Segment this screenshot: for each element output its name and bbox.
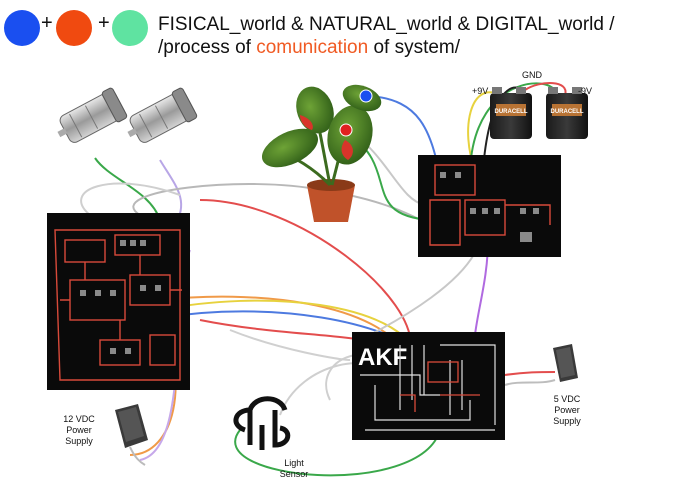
blue-circle-icon xyxy=(4,10,40,46)
light-sensor-line2: Sensor xyxy=(280,469,309,479)
left-circuit-board xyxy=(47,213,190,390)
dc-motor-icon xyxy=(127,87,198,143)
wire-red-top xyxy=(199,199,412,351)
blue-sensor-icon xyxy=(359,89,373,103)
title-line-1: FISICAL_world & NATURAL_world & DIGITAL_… xyxy=(158,14,615,36)
title-line-2: /process of comunication of system/ xyxy=(158,37,460,59)
title-line-1-text: FISICAL_world & NATURAL_world & DIGITAL_… xyxy=(158,14,615,35)
wire-gray-left xyxy=(80,182,181,216)
wire-green xyxy=(94,157,161,221)
wire-gray-top xyxy=(132,183,441,231)
power-12-line2: Power xyxy=(66,425,92,435)
power-adapter-icon xyxy=(115,404,148,466)
power-5-line3: Supply xyxy=(553,416,581,426)
label-light-sensor: Light Sensor xyxy=(280,458,309,479)
label-12v-supply: 12 VDC Power Supply xyxy=(63,414,95,446)
battery-brand-1: DURACELL xyxy=(495,109,528,115)
wire-gray-5v xyxy=(504,379,556,386)
battery-gnd-label: GND xyxy=(522,70,543,80)
orange-circle-icon xyxy=(56,10,92,46)
power-12-line1: 12 VDC xyxy=(63,414,95,424)
red-sensor-icon xyxy=(339,123,353,137)
wire-green-sensor xyxy=(234,429,441,477)
title-line-2-pre: /process of xyxy=(158,37,257,58)
akf-logo: AKF xyxy=(358,344,407,371)
power-5-line2: Power xyxy=(554,405,580,415)
wire-red-5v xyxy=(504,371,556,376)
power-5-line1: 5 VDC xyxy=(554,394,581,404)
title-line-2-post: of system/ xyxy=(368,37,461,58)
label-5v-supply: 5 VDC Power Supply xyxy=(553,394,581,426)
battery-icon: DURACELL xyxy=(546,87,588,139)
light-sensor-icon xyxy=(233,396,291,450)
light-sensor-line1: Light xyxy=(284,458,304,468)
wire-red-batt xyxy=(524,82,567,96)
plus-sign: + xyxy=(41,12,53,34)
title-line-2-accent: comunication xyxy=(256,37,369,58)
battery-plus-label: +9V xyxy=(472,86,488,96)
wire-gray-sensor-2 xyxy=(325,354,356,401)
mint-circle-icon xyxy=(112,10,148,46)
battery-minus-label: -9V xyxy=(578,86,592,96)
main-circuit-board: AKF xyxy=(352,332,505,440)
power-adapter-icon xyxy=(553,344,578,382)
power-12-line3: Supply xyxy=(65,436,93,446)
plus-sign: + xyxy=(98,12,110,34)
battery-icon: DURACELL xyxy=(490,87,532,139)
battery-brand-2: DURACELL xyxy=(551,109,584,115)
dc-motor-icon xyxy=(57,87,128,143)
wire-gray-mid xyxy=(229,329,351,361)
right-circuit-board xyxy=(418,155,561,257)
